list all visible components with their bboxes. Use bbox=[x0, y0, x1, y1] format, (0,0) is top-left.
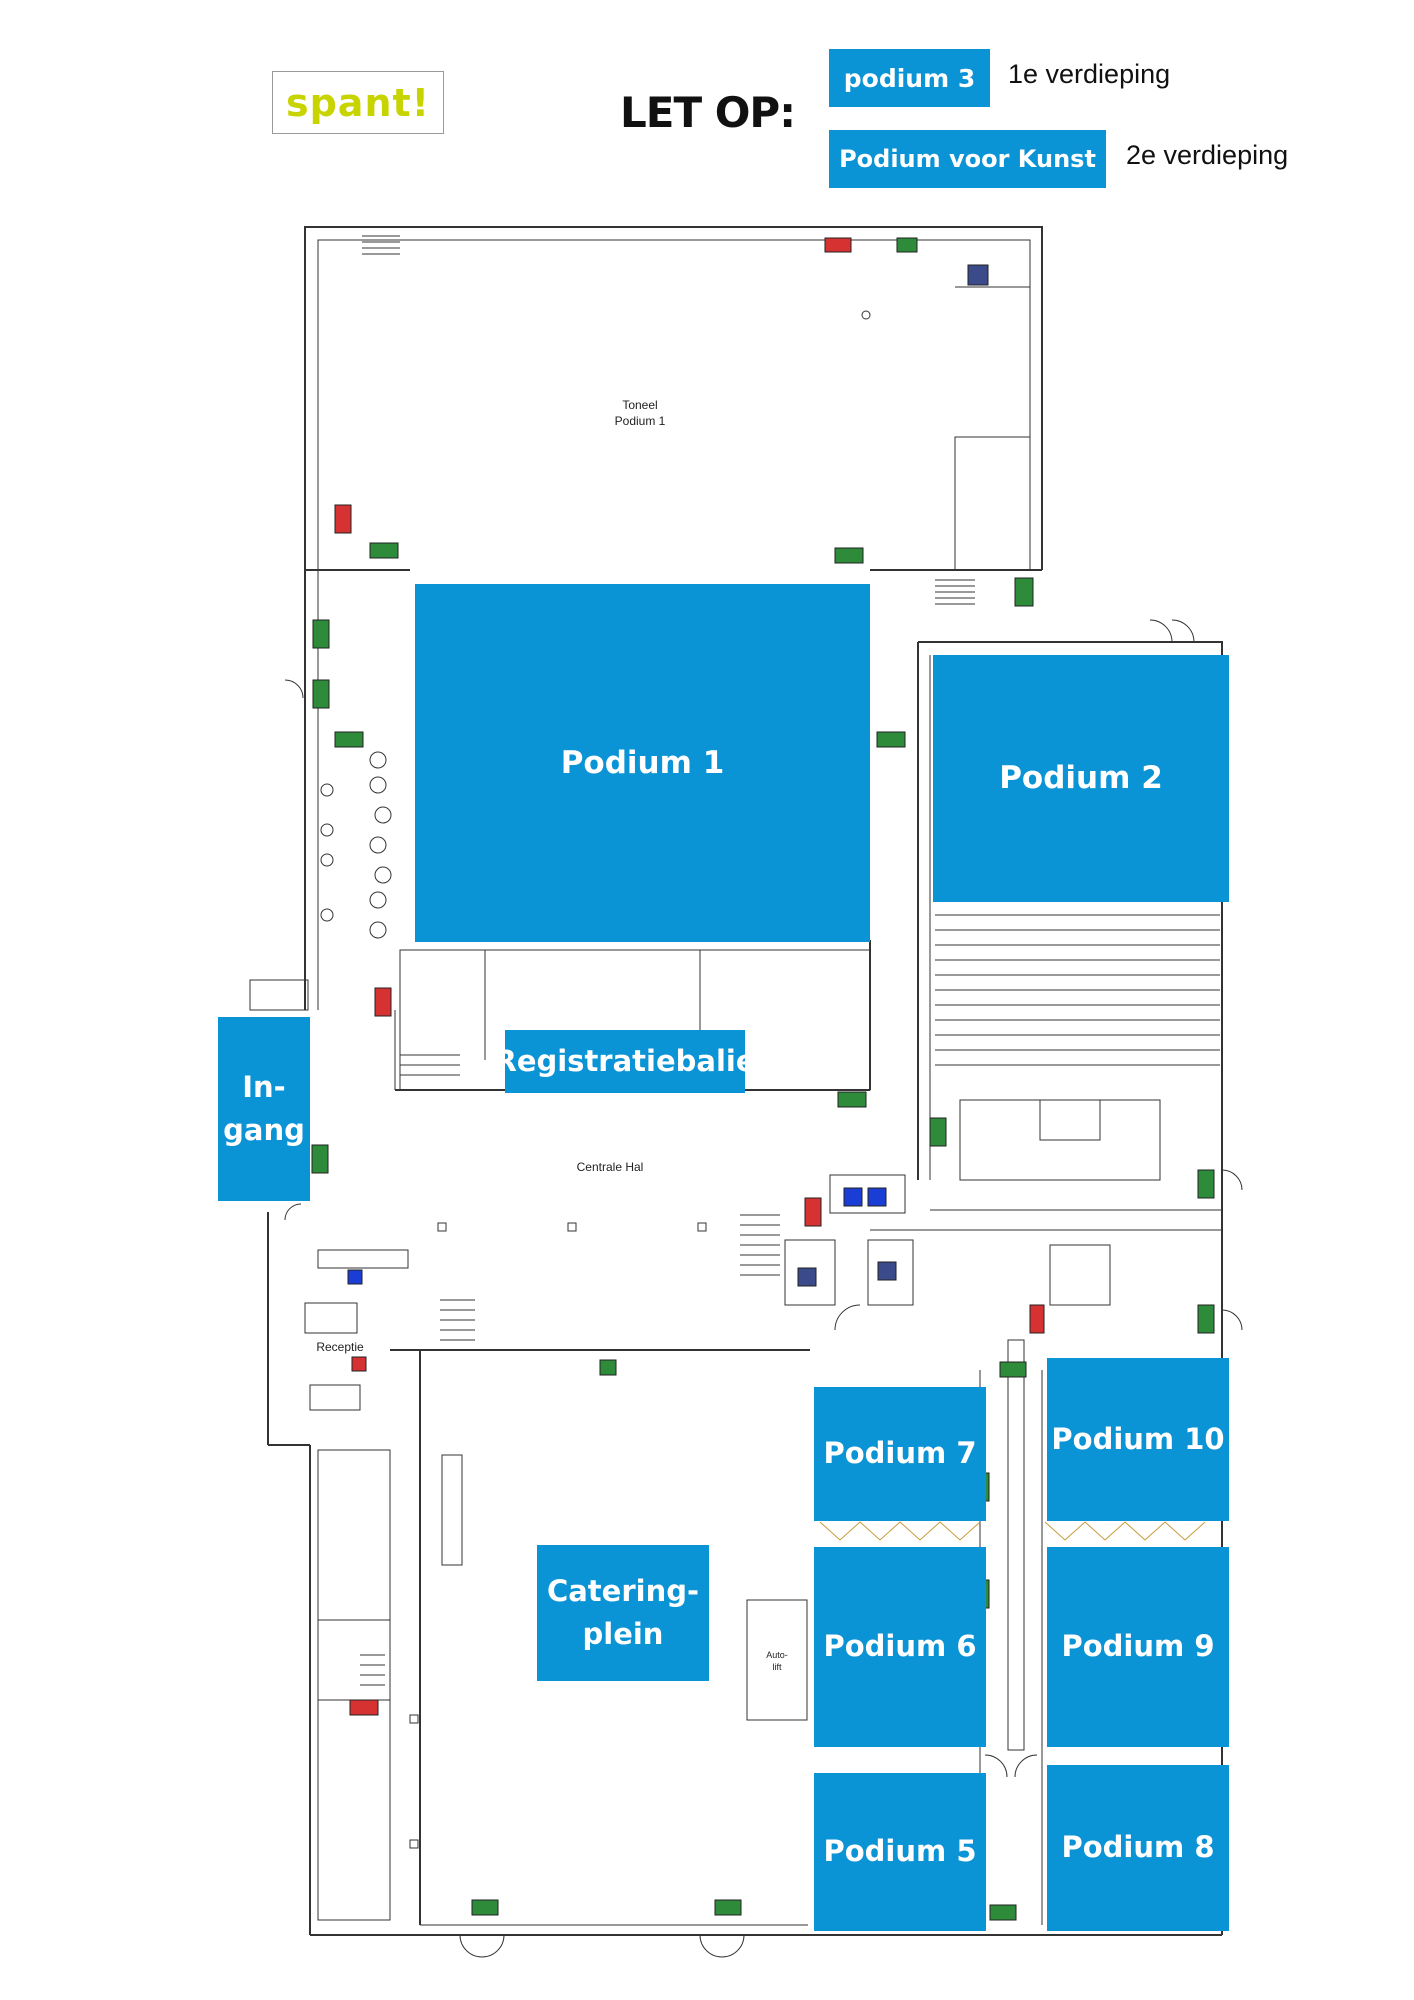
legend-floor-2: 2e verdieping bbox=[1126, 140, 1289, 170]
zone-podium-10[interactable]: Podium 10 bbox=[1047, 1358, 1229, 1521]
label-autolift: Auto- lift bbox=[766, 1650, 788, 1672]
legend-floor-1: 1e verdieping bbox=[1008, 59, 1171, 89]
notice-title: LET OP: bbox=[620, 88, 796, 137]
zone-podium-1[interactable]: Podium 1 bbox=[415, 584, 870, 942]
legend-badge-podium-voor-kunst: Podium voor Kunst bbox=[829, 130, 1106, 188]
zone-podium-9[interactable]: Podium 9 bbox=[1047, 1547, 1229, 1747]
zone-registratiebalie[interactable]: Registratiebalie bbox=[494, 1030, 756, 1093]
zone-podium-7[interactable]: Podium 7 bbox=[814, 1387, 986, 1521]
zone-ingang[interactable]: In- gang bbox=[218, 1017, 310, 1201]
label-receptie: Receptie bbox=[316, 1340, 364, 1354]
zone-podium-6[interactable]: Podium 6 bbox=[814, 1547, 986, 1747]
label-centrale-hal: Centrale Hal bbox=[576, 1160, 644, 1174]
label-toneel: Toneel Podium 1 bbox=[614, 398, 666, 428]
spant-logo: spant! bbox=[272, 71, 444, 134]
logo-text: spant! bbox=[285, 80, 430, 125]
zone-podium-5[interactable]: Podium 5 bbox=[814, 1773, 986, 1931]
zone-podium-2[interactable]: Podium 2 bbox=[933, 655, 1229, 902]
legend-badge-podium-3: podium 3 bbox=[829, 49, 990, 107]
zone-cateringplein[interactable]: Catering- plein bbox=[537, 1545, 709, 1681]
zone-podium-8[interactable]: Podium 8 bbox=[1047, 1765, 1229, 1931]
